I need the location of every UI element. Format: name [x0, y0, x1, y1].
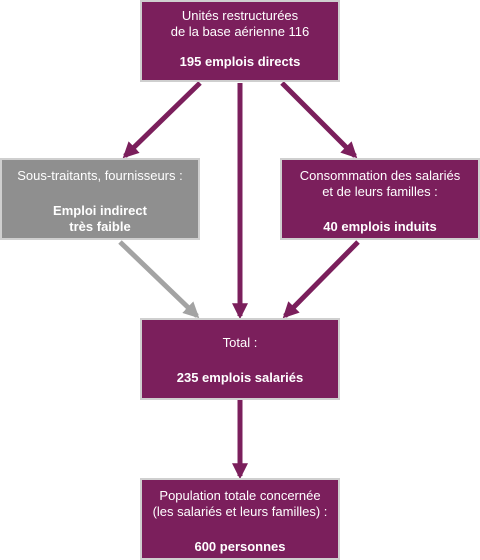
- top-line-2: de la base aérienne 116: [170, 24, 310, 39]
- right-line-2: et de leurs familles :: [322, 184, 438, 199]
- right-line-1: Consommation des salariés: [299, 168, 461, 183]
- arrow-left-to-total: [118, 240, 200, 319]
- left-line-1: Sous-traitants, fournisseurs :: [17, 168, 183, 183]
- total-value: 235 emplois salariés: [176, 370, 304, 385]
- population-line-2: (les salariés et leurs familles) :: [152, 504, 328, 519]
- population-value: 600 personnes: [194, 539, 286, 554]
- arrow-top-to-right: [280, 81, 358, 159]
- direct-jobs-box: Unités restructurées de la base aérienne…: [140, 0, 340, 82]
- indirect-jobs-value-2: très faible: [69, 219, 131, 234]
- arrow-top-to-left: [122, 81, 202, 159]
- induced-jobs-box: Consommation des salariés et de leurs fa…: [280, 158, 480, 240]
- indirect-jobs-box: Sous-traitants, fournisseurs : Emploi in…: [0, 158, 200, 240]
- arrow-right-to-total: [282, 240, 360, 319]
- total-line-1: Total :: [222, 335, 258, 350]
- indirect-jobs-value-1: Emploi indirect: [53, 203, 147, 218]
- population-line-1: Population totale concernée: [159, 488, 321, 503]
- population-box: Population totale concernée (les salarié…: [140, 478, 340, 560]
- induced-jobs-value: 40 emplois induits: [323, 219, 437, 234]
- total-box: Total : 235 emplois salariés: [140, 318, 340, 400]
- direct-jobs-value: 195 emplois directs: [179, 54, 301, 69]
- top-line-1: Unités restructurées: [181, 8, 299, 23]
